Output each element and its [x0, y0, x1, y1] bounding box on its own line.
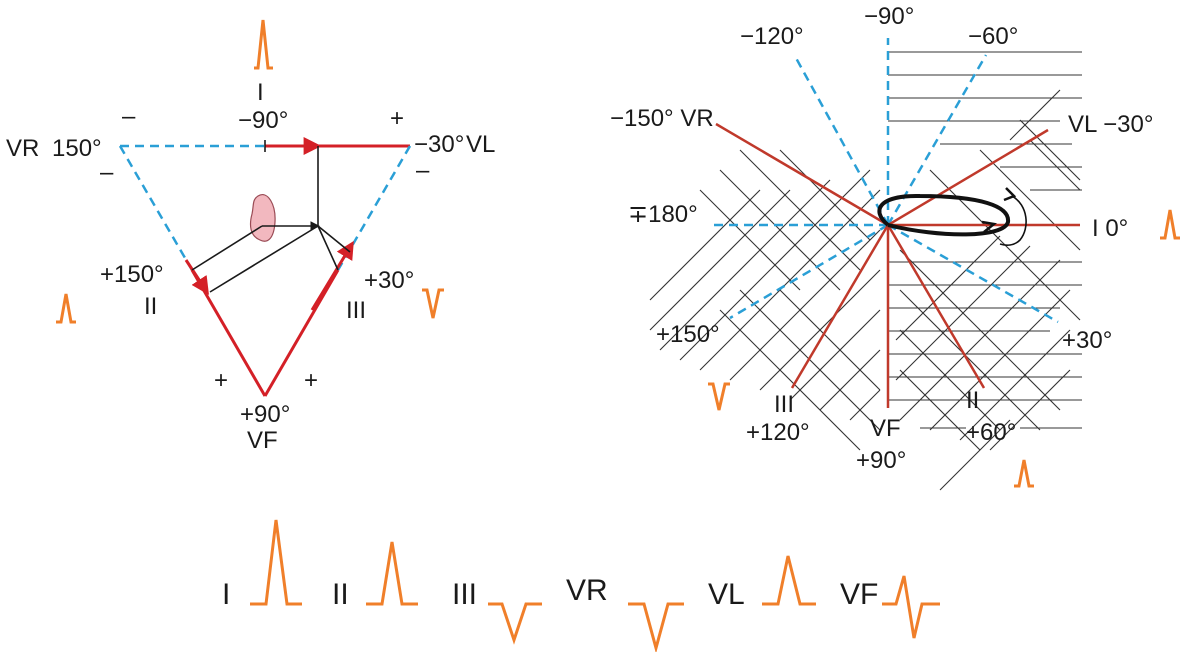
axis-ii	[886, 224, 986, 389]
complex-wave-ii	[366, 541, 418, 606]
axis-vl	[887, 128, 1049, 227]
einthoven-vl-label: VL	[466, 131, 495, 158]
projection-ii-parallel	[209, 225, 319, 293]
hexaxial-system: −90° −120° −60° −150° VR VL −30° ∓180° I…	[610, 3, 1180, 491]
loop-arrow-top	[1003, 187, 1017, 202]
einthoven-iii-angle: +30°	[364, 267, 414, 294]
einthoven-triangle: I −90° VR 150° −30° VL +150° II +30° III…	[6, 19, 495, 454]
einthoven-vf-label: VF	[247, 427, 278, 454]
complex-wave-i	[250, 519, 302, 606]
complex-label-vl: VL	[708, 578, 745, 611]
projection-iii-parallel	[317, 225, 351, 253]
sign-minus-right: –	[416, 157, 430, 184]
axis-iii	[790, 224, 890, 389]
einthoven-vr-label: VR	[6, 135, 39, 162]
sign-minus-top-left: –	[122, 103, 136, 130]
hex-label-p150: +150°	[656, 321, 720, 348]
hex-label-pm180: ∓180°	[628, 201, 698, 228]
lead-complexes-row: I II III VR VL VF	[222, 519, 940, 652]
hex-label-p30: +30°	[1062, 327, 1112, 354]
hex-label-p90: +90°	[856, 447, 906, 474]
hexaxial-lead-iii-complex	[708, 382, 730, 411]
hex-label-p60: +60°	[966, 419, 1016, 446]
hex-label-p120: +120°	[746, 419, 810, 446]
vector-loop	[877, 193, 1011, 237]
axis-minus120	[794, 57, 890, 226]
complex-wave-vl	[762, 555, 816, 606]
hex-label-m120: −120°	[740, 23, 804, 50]
lead-iii-positive-half	[263, 269, 340, 397]
lead-ii-complex-left	[56, 293, 76, 324]
sign-plus-top-right: +	[390, 105, 404, 132]
hex-label-ii: II	[966, 387, 979, 414]
complex-label-vf: VF	[840, 578, 878, 611]
complex-wave-vr	[628, 602, 684, 652]
lead-ii-negative-half	[118, 145, 194, 271]
axis-plus30	[887, 223, 1059, 324]
einthoven-vr-angle: 150°	[52, 135, 102, 162]
complex-label-ii: II	[332, 578, 349, 611]
hex-label-i-0: I 0°	[1092, 215, 1128, 242]
lead-iii-negative-half	[336, 145, 412, 271]
axis-vr	[715, 122, 889, 227]
einthoven-angle-top: −90°	[238, 107, 288, 134]
lead-i-complex-top	[254, 19, 273, 70]
einthoven-vl-angle: −30°	[414, 131, 464, 158]
hex-label-iii: III	[774, 391, 794, 418]
axis-plus150	[729, 223, 889, 320]
einthoven-lead-i-label: I	[257, 79, 264, 106]
hex-label-m60: −60°	[968, 23, 1018, 50]
complex-label-i: I	[222, 578, 230, 611]
complex-wave-vf	[882, 575, 940, 639]
einthoven-ii-label: II	[144, 293, 157, 320]
hexaxial-lead-ii-complex	[1014, 459, 1034, 488]
einthoven-iii-label: III	[346, 297, 366, 324]
sign-plus-bottom-right: +	[304, 367, 318, 394]
loop-arrow-bottom	[981, 220, 997, 233]
lead-iii-arrow	[310, 240, 354, 311]
lead-ii-arrow	[184, 259, 209, 296]
lead-iii-complex-right	[422, 288, 444, 319]
complex-label-iii: III	[452, 578, 477, 611]
rotation-arc	[999, 195, 1027, 246]
hex-label-vf: VF	[870, 415, 901, 442]
sign-minus-left: –	[100, 159, 114, 186]
hexaxial-lead-i-complex	[1160, 209, 1180, 240]
projection-lead-iii	[317, 225, 339, 271]
hatch-horizontal	[888, 51, 1082, 429]
projection-lead-ii	[191, 225, 263, 271]
heart-shape	[249, 194, 276, 242]
lead-ii-positive-half	[190, 269, 267, 397]
hex-label-m150-vr: −150° VR	[610, 105, 714, 132]
hex-label-m90: −90°	[864, 3, 914, 30]
sign-plus-bottom-left: +	[214, 367, 228, 394]
complex-label-vr: VR	[566, 574, 608, 607]
hatch-diagonal-back	[699, 119, 1081, 451]
einthoven-vf-angle: +90°	[240, 401, 290, 428]
einthoven-ii-angle: +150°	[100, 261, 164, 288]
hex-label-vl-m30: VL −30°	[1068, 111, 1153, 138]
complex-wave-iii	[488, 602, 542, 645]
